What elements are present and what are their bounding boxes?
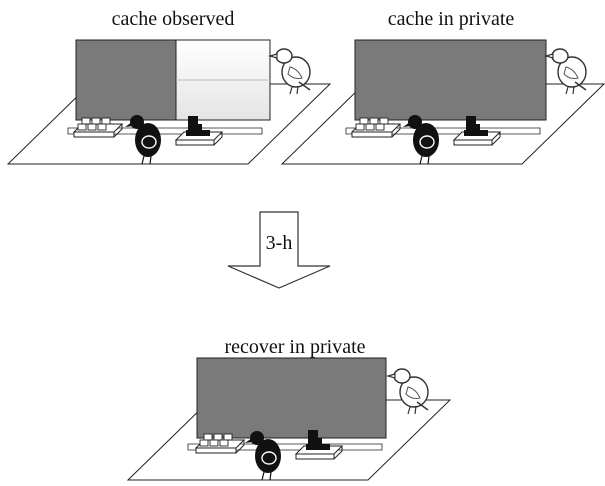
time-delay-arrow: 3-h: [227, 211, 331, 289]
panel-label-recover-in-private: recover in private: [224, 336, 365, 358]
arrow-label: 3-h: [266, 232, 293, 254]
opaque-barrier: [75, 39, 177, 121]
panel-cache-observed: cache observed: [6, 8, 332, 165]
opaque-barrier: [196, 357, 387, 439]
down-arrow-icon: [227, 211, 331, 289]
panel-label-cache-observed: cache observed: [112, 8, 235, 30]
panel-label-cache-in-private: cache in private: [388, 8, 515, 30]
panel-recover-in-private: recover in private: [126, 336, 452, 481]
opaque-barrier: [354, 39, 547, 121]
panel-cache-in-private: cache in private: [280, 8, 605, 165]
